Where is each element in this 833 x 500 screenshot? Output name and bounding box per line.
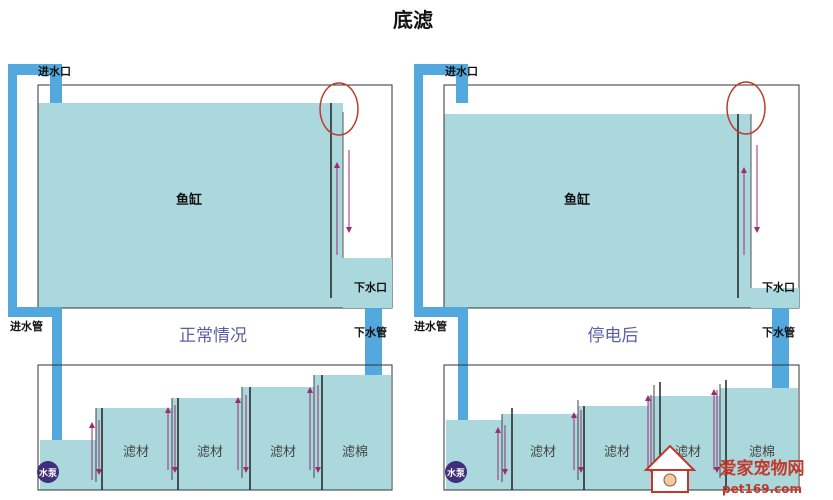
inlet-pipe-vertical bbox=[414, 64, 423, 316]
chamber-label: 滤棉 bbox=[342, 445, 368, 460]
pump-label: 水泵 bbox=[447, 467, 466, 479]
outlet-label: 下水口 bbox=[762, 280, 795, 294]
pump-icon bbox=[445, 461, 467, 483]
tank-outline bbox=[37, 84, 393, 309]
tank-label: 鱼缸 bbox=[176, 192, 202, 208]
pump-icon bbox=[37, 461, 59, 483]
chamber-label: 滤材 bbox=[530, 445, 556, 460]
inlet-label: 进水口 bbox=[445, 64, 478, 78]
house-dog-icon bbox=[643, 444, 697, 493]
chamber-label: 滤材 bbox=[197, 445, 223, 460]
tank-water bbox=[444, 114, 751, 308]
chamber-label: 滤材 bbox=[123, 445, 149, 460]
sump-water-4 bbox=[720, 388, 798, 490]
panel-caption: 停电后 bbox=[588, 326, 639, 346]
water-level-circle bbox=[319, 82, 359, 136]
pump-label: 水泵 bbox=[39, 467, 58, 479]
tank-outline bbox=[443, 84, 800, 309]
panel-normal: 水泵 鱼缸 进水口 进水管 下水口 下水管 正常情况 滤材 滤材 滤材 滤棉 bbox=[8, 64, 393, 491]
sump-water-3 bbox=[242, 387, 314, 490]
outlet-pipe bbox=[365, 308, 382, 390]
sump-outline bbox=[37, 364, 393, 491]
inlet-pipe-top bbox=[14, 64, 62, 103]
inlet-pipe-label: 进水管 bbox=[414, 319, 447, 333]
outlet-pipe bbox=[772, 308, 789, 390]
outlet-pipe-label: 下水管 bbox=[354, 325, 387, 339]
inlet-pipe-vertical bbox=[8, 64, 17, 316]
outlet-chamber-water bbox=[343, 258, 392, 308]
inlet-pipe-top bbox=[420, 64, 468, 103]
tank-label: 鱼缸 bbox=[564, 192, 590, 208]
panel-power-outage: 水泵 鱼缸 进水口 进水管 下水口 下水管 停电后 滤材 滤材 滤材 滤棉 bbox=[414, 64, 800, 491]
panel-caption: 正常情况 bbox=[179, 326, 247, 346]
watermark-name: 爱家宠物网 bbox=[720, 458, 805, 479]
outlet-chamber-water bbox=[751, 288, 799, 308]
water-level-circle bbox=[726, 81, 766, 135]
chamber-label: 滤材 bbox=[604, 445, 630, 460]
diagram-title: 底滤 bbox=[393, 8, 433, 32]
sump-water-1 bbox=[96, 408, 172, 490]
chamber-label: 滤棉 bbox=[749, 445, 775, 460]
inlet-pipe-label: 进水管 bbox=[10, 319, 43, 333]
watermark-url: pet169.com bbox=[722, 482, 802, 496]
chamber-label: 滤材 bbox=[270, 445, 296, 460]
tank-water bbox=[38, 103, 343, 308]
sump-water-2 bbox=[172, 398, 242, 490]
outlet-label: 下水口 bbox=[354, 280, 387, 294]
sump-water-2 bbox=[578, 406, 648, 490]
sump-outline bbox=[443, 364, 800, 491]
inlet-label: 进水口 bbox=[38, 64, 71, 78]
sump-water-1 bbox=[502, 414, 578, 490]
outlet-pipe-label: 下水管 bbox=[762, 325, 795, 339]
sump-water-4 bbox=[314, 375, 391, 490]
watermark: 爱家宠物网 pet169.com bbox=[643, 444, 805, 496]
